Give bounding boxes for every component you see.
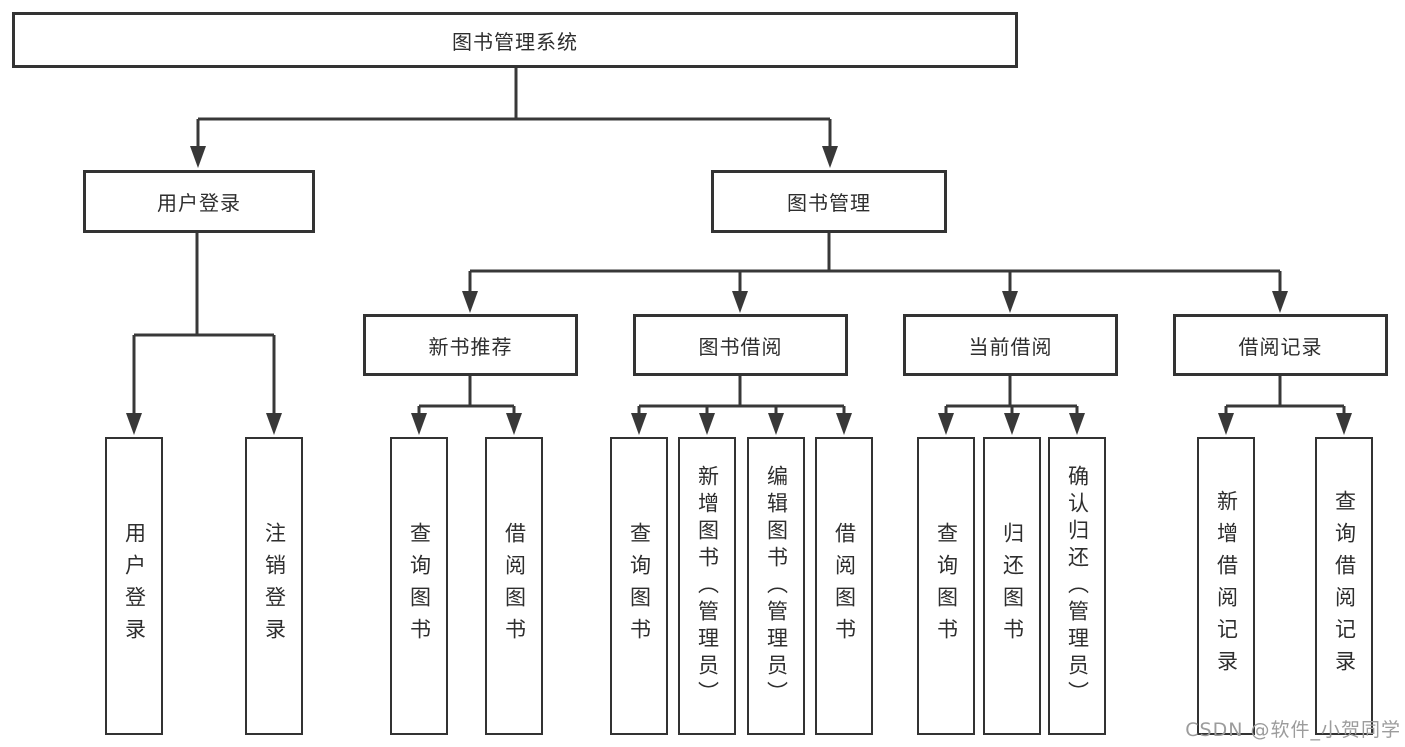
- node-leaf-add-borrow-record: 新增借阅记录: [1197, 437, 1255, 735]
- node-current-borrow: 当前借阅: [903, 314, 1118, 376]
- node-root: 图书管理系统: [12, 12, 1018, 68]
- watermark: CSDN @软件_小贺同学: [1185, 719, 1401, 741]
- node-new-book-recommend: 新书推荐: [363, 314, 578, 376]
- node-leaf-edit-book-admin: 编辑图书（管理员）: [747, 437, 805, 735]
- node-leaf-query-book-current: 查询图书: [917, 437, 975, 735]
- node-leaf-add-book-admin: 新增图书（管理员）: [678, 437, 736, 735]
- node-leaf-logout: 注销登录: [245, 437, 303, 735]
- node-book-borrow: 图书借阅: [633, 314, 848, 376]
- node-book-management: 图书管理: [711, 170, 947, 233]
- node-leaf-borrow-book-newbook: 借阅图书: [485, 437, 543, 735]
- node-leaf-query-book-newbook: 查询图书: [390, 437, 448, 735]
- node-borrow-records: 借阅记录: [1173, 314, 1388, 376]
- arrowheads: [126, 146, 1352, 435]
- node-leaf-query-book-borrow: 查询图书: [610, 437, 668, 735]
- node-leaf-return-book: 归还图书: [983, 437, 1041, 735]
- node-leaf-borrow-book-borrow: 借阅图书: [815, 437, 873, 735]
- node-leaf-user-login: 用户登录: [105, 437, 163, 735]
- node-leaf-query-borrow-record: 查询借阅记录: [1315, 437, 1373, 735]
- node-user-login: 用户登录: [83, 170, 315, 233]
- node-leaf-confirm-return-admin: 确认归还（管理员）: [1048, 437, 1106, 735]
